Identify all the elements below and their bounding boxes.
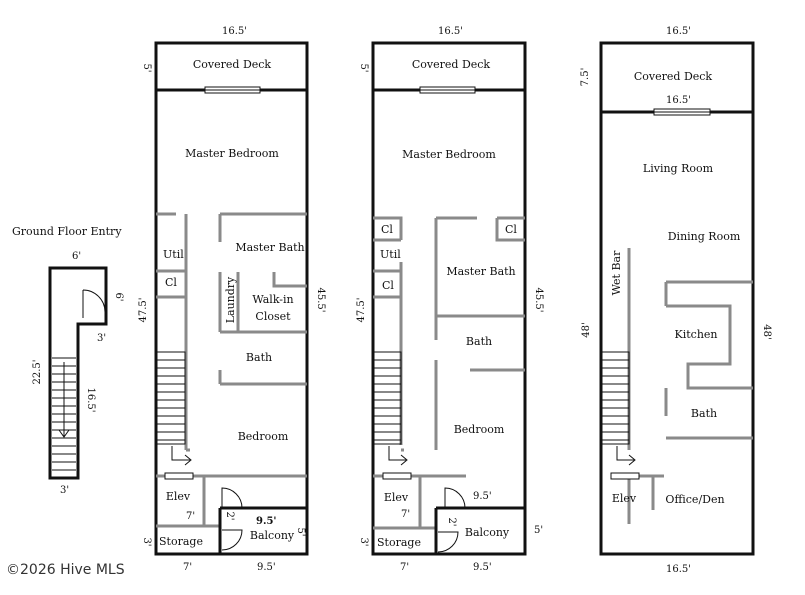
floor-2-stairs-arrow <box>388 446 408 466</box>
floor-2-door-swings <box>437 487 466 553</box>
floor-1-closet: Closet <box>255 310 291 323</box>
floor-1-dim-right: 45.5' <box>315 287 326 312</box>
floor-1-dim-bottom-right: 9.5' <box>257 562 276 573</box>
floor-1-laundry: Laundry <box>224 276 237 323</box>
floor-2-cl-1: Cl <box>381 223 393 236</box>
floor-3-dining-room: Dining Room <box>668 230 741 243</box>
ground-entry-door <box>82 289 106 318</box>
floor-1-balcony: Balcony <box>250 529 295 542</box>
floor-3-stairs <box>601 351 630 445</box>
ground-dim-step: 3' <box>97 333 106 344</box>
floor-2-storage: Storage <box>377 536 421 549</box>
floor-1-dim-top: 16.5' <box>222 26 247 37</box>
floor-3-stairs-arrow <box>616 446 636 466</box>
floor-3-kitchen: Kitchen <box>675 328 718 341</box>
floor-1-master-bath: Master Bath <box>235 241 304 254</box>
floor-2-elev-door <box>382 472 412 480</box>
floor-1-dim-deck: 5' <box>141 63 152 72</box>
floor-2-dim-top: 16.5' <box>438 26 463 37</box>
floor-1-stairs-arrow <box>171 446 192 466</box>
floor-2-bedroom: Bedroom <box>454 423 505 436</box>
floor-2-plan: 16.5' 5' Covered Deck Master Bedroom Cl … <box>356 26 544 573</box>
floor-3-covered-deck: Covered Deck <box>634 70 713 83</box>
floor-1-elev: Elev <box>166 490 191 503</box>
floor-3-living-room: Living Room <box>643 162 714 175</box>
floor-1-storage: Storage <box>159 535 203 548</box>
ground-dim-bottom: 3' <box>60 485 69 496</box>
floor-2-balcony: Balcony <box>465 526 510 539</box>
ground-entry-walls <box>48 266 108 480</box>
floor-1-plan: 16.5' 5' Covered Deck Master Bedroom Uti… <box>138 26 326 573</box>
floor-1-bath: Bath <box>246 351 272 364</box>
floor-1-cl: Cl <box>165 276 177 289</box>
ground-dim-door: 6' <box>113 292 124 301</box>
floor-2-dim-bottom-right: 9.5' <box>473 562 492 573</box>
floor-1-dim-storage: 3' <box>141 537 152 546</box>
floor-3-plan: 16.5' 7.5' Covered Deck 16.5' Living Roo… <box>580 26 772 575</box>
floor-2-cl-2: Cl <box>505 223 517 236</box>
floor-1-elev-door <box>164 472 194 480</box>
floor-2-master-bedroom: Master Bedroom <box>402 148 496 161</box>
floor-2-dim-left: 47.5' <box>356 297 367 322</box>
floor-1-dim-elev: 7' <box>186 511 195 522</box>
floor-3-office-den: Office/Den <box>665 493 724 506</box>
floor-2-dim-bottom-left: 7' <box>400 562 409 573</box>
floor-1-stairs <box>156 351 186 445</box>
floor-2-cl-3: Cl <box>382 279 394 292</box>
floor-2-elev: Elev <box>384 491 409 504</box>
mls-watermark: ©2026 Hive MLS <box>6 562 125 578</box>
floor-2-util: Util <box>380 248 401 261</box>
floor-2-bath: Bath <box>466 335 492 348</box>
floor-2-covered-deck: Covered Deck <box>412 58 491 71</box>
floor-3-bath: Bath <box>691 407 717 420</box>
floor-3-dim-left: 48' <box>581 322 592 337</box>
floor-3-outer-wall <box>599 41 755 556</box>
floor-3-dim-deck: 7.5' <box>580 68 591 87</box>
floor-2-dim-balcony-h: 5' <box>534 525 543 536</box>
floor-3-elev-door <box>610 472 640 480</box>
floor-3-elev: Elev <box>612 492 637 505</box>
floor-2-dim-balcony-w: 9.5' <box>473 491 492 502</box>
floor-3-wet-bar: Wet Bar <box>610 250 623 295</box>
floor-3-dim-deck-inner: 16.5' <box>666 95 691 106</box>
floor-2-dim-elev: 7' <box>401 509 410 520</box>
floor-2-partitions <box>373 216 525 530</box>
floor-2-master-bath: Master Bath <box>446 265 515 278</box>
ground-floor-entry: Ground Floor Entry 6' 22.5' 16.5' 6' 3' … <box>12 225 124 496</box>
floor-2-dim-right: 45.5' <box>533 287 544 312</box>
floor-1-dim-door: 2' <box>224 511 235 520</box>
floor-3-dim-right: 48' <box>761 324 772 339</box>
floor-1-walkin: Walk-in <box>252 293 293 306</box>
ground-dim-left: 22.5' <box>32 359 43 384</box>
floor-1-dim-balcony-w: 9.5' <box>256 516 276 527</box>
floor-2-dim-storage: 3' <box>358 537 369 546</box>
ground-stairs-arrow <box>58 362 70 438</box>
floor-3-dim-bottom: 16.5' <box>666 564 691 575</box>
floor-2-dim-door: 2' <box>446 517 457 526</box>
ground-floor-title: Ground Floor Entry <box>12 225 122 238</box>
floor-1-dim-left: 47.5' <box>138 297 149 322</box>
floor-2-dim-deck: 5' <box>358 63 369 72</box>
floor-1-door-swings <box>221 487 243 551</box>
floor-3-dim-top: 16.5' <box>666 26 691 37</box>
floor-3-partitions <box>627 248 753 524</box>
floor-1-util: Util <box>163 248 184 261</box>
floor-1-partitions <box>156 212 307 528</box>
ground-dim-top: 6' <box>72 251 81 262</box>
floor-1-master-bedroom: Master Bedroom <box>185 147 279 160</box>
floor-1-covered-deck: Covered Deck <box>193 58 272 71</box>
floor-1-dim-bottom-left: 7' <box>183 562 192 573</box>
floor-1-dim-balcony-h: 5' <box>295 527 306 536</box>
ground-dim-inner: 16.5' <box>85 387 96 412</box>
floor-1-bedroom: Bedroom <box>238 430 289 443</box>
floor-2-stairs <box>373 351 402 445</box>
